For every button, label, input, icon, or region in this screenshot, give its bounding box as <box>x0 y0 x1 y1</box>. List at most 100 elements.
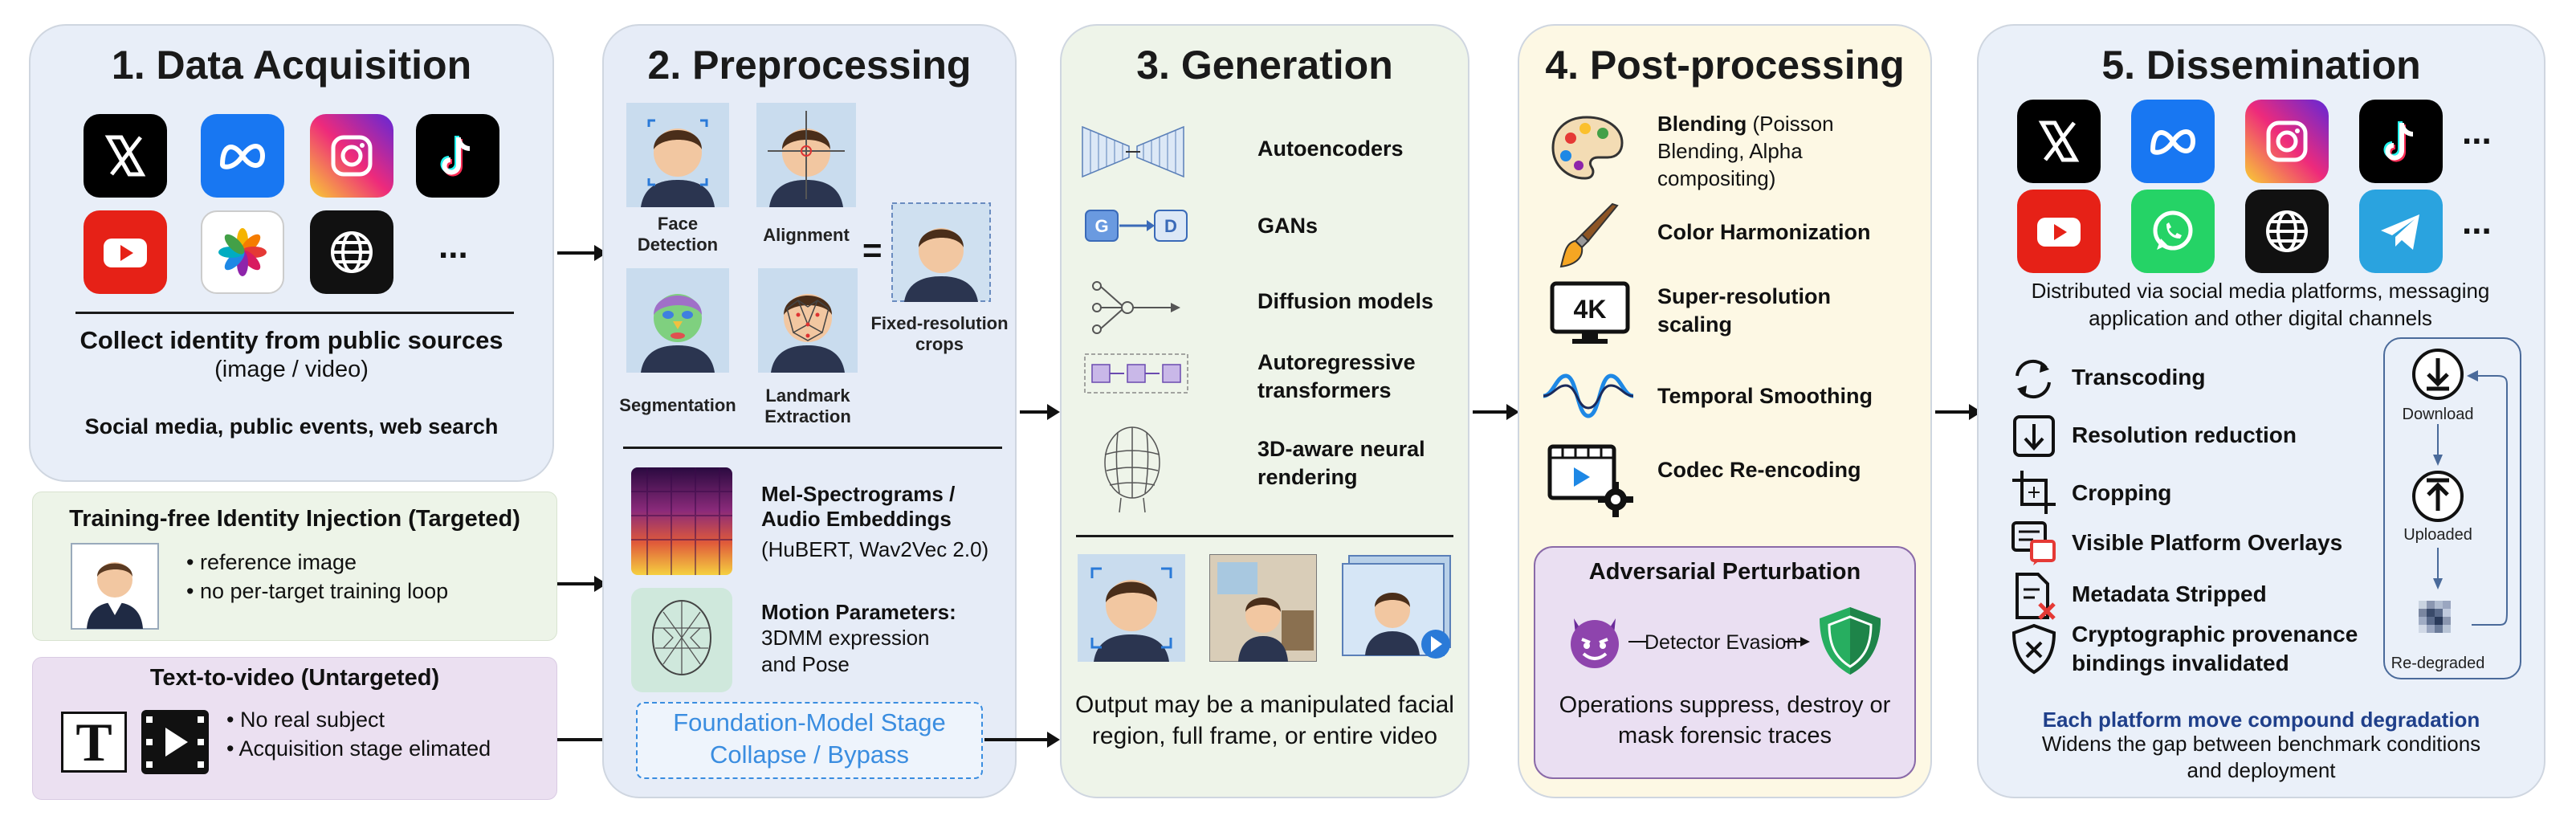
generation-title: 3. Generation <box>1136 43 1393 88</box>
collect-identity-subtext: (image / video) <box>214 357 369 382</box>
output-face-region-image <box>1078 554 1185 662</box>
motion-mesh-image <box>631 588 732 692</box>
telegram-icon <box>2359 190 2443 273</box>
resolution-reduction-label: Resolution reduction <box>2072 422 2297 447</box>
download-icon <box>2412 349 2464 400</box>
foundation-model-box <box>636 702 983 779</box>
face-detection-image <box>626 103 729 207</box>
crop-icon <box>2012 471 2056 514</box>
meta-icon <box>2131 100 2215 183</box>
arrow-generation-to-postprocessing <box>1473 404 1519 420</box>
segmentation-image <box>626 268 729 373</box>
transcoding-icon <box>2016 359 2051 399</box>
more-platforms-ellipsis-top: ... <box>2462 112 2492 152</box>
compound-degradation-text: Each platform move compound degradation <box>2042 708 2480 732</box>
autoregressive-label: Autoregressive transformers <box>1257 350 1416 403</box>
arrow-postprocessing-to-dissemination <box>1935 404 1982 420</box>
temporal-smoothing-label: Temporal Smoothing <box>1657 384 1873 408</box>
data-acquisition-title: 1. Data Acquisition <box>111 43 472 88</box>
autoregressive-icon <box>1084 353 1188 394</box>
bullet-no-training-loop: no per-target training loop <box>186 577 448 606</box>
transcoding-label: Transcoding <box>2072 365 2206 390</box>
mel-spectrogram-image <box>631 467 732 575</box>
download-label: Download <box>2402 406 2474 423</box>
training-free-title: Training-free Identity Injection (Target… <box>69 506 520 532</box>
blending-text: Blending (Poisson Blending, Alpha compos… <box>1657 111 1914 192</box>
foundation-model-text: Foundation-Model Stage Collapse / Bypass <box>673 708 946 769</box>
devil-icon <box>1571 618 1619 668</box>
generation-divider <box>1076 535 1453 537</box>
codec-icon <box>1547 444 1633 517</box>
training-free-bullets: reference image no per-target training l… <box>186 548 448 606</box>
bullet-stage-eliminated: Acquisition stage elimated <box>226 734 491 763</box>
adversarial-title: Adversarial Perturbation <box>1588 559 1861 585</box>
motion-parameters-title: Motion Parameters: <box>761 600 956 624</box>
cropping-label: Cropping <box>2072 480 2172 505</box>
4k-monitor-icon: 4K <box>1550 281 1630 344</box>
3d-head-icon <box>1104 426 1160 513</box>
reference-person-icon <box>71 543 159 630</box>
alignment-image <box>756 103 856 207</box>
degradation-cycle-box <box>2383 337 2521 679</box>
re-degraded-label: Re-degraded <box>2391 655 2485 672</box>
youtube-icon <box>84 210 167 294</box>
collect-identity-text: Collect identity from public sources <box>79 326 503 354</box>
provenance-shield-icon <box>2011 623 2056 675</box>
instagram-icon <box>2245 100 2329 183</box>
cycle-arrow-1 <box>2433 424 2443 466</box>
pixelated-image-icon <box>2419 601 2451 633</box>
mel-spectrogram-title: Mel-Spectrograms / Audio Embeddings <box>761 482 956 532</box>
sources-text: Social media, public events, web search <box>84 414 499 439</box>
arrow-foundation-to-generation <box>984 732 1060 748</box>
web-icon <box>2245 190 2329 273</box>
evasion-arrow-right <box>1784 637 1810 647</box>
svg-text:G: G <box>1094 216 1108 236</box>
arrow-training-free-to-preprocessing <box>557 576 607 592</box>
autoencoder-icon <box>1082 125 1184 178</box>
blending-rest: (Poisson Blending, Alpha compositing) <box>1657 112 1834 190</box>
blending-bold: Blending <box>1657 112 1747 136</box>
distributed-text: Distributed via social media platforms, … <box>2031 279 2490 330</box>
dissemination-title: 5. Dissemination <box>2101 43 2421 88</box>
fixed-resolution-crop-image <box>891 202 991 302</box>
arrow-preprocessing-to-generation <box>1020 404 1060 420</box>
output-video-image <box>1342 555 1451 659</box>
postprocessing-title: 4. Post-processing <box>1545 43 1905 88</box>
web-icon <box>310 210 393 294</box>
cycle-return-arrow <box>2467 370 2508 626</box>
x-icon <box>84 114 167 198</box>
cycle-arrow-2 <box>2433 548 2443 589</box>
upload-icon <box>2412 471 2464 522</box>
segmentation-label: Segmentation <box>619 395 736 415</box>
diffusion-label: Diffusion models <box>1257 289 1434 313</box>
divider <box>75 312 514 314</box>
output-full-frame-image <box>1209 554 1317 662</box>
fixed-resolution-crops-label: Fixed-resolution crops <box>870 313 1009 355</box>
metadata-stripped-label: Metadata Stripped <box>2072 581 2267 606</box>
text-glyph-icon: T <box>61 712 127 773</box>
photos-icon <box>201 210 284 294</box>
svg-text:4K: 4K <box>1574 295 1607 324</box>
output-description: Output may be a manipulated facial regio… <box>1075 691 1454 749</box>
instagram-icon <box>310 114 393 198</box>
tiktok-icon <box>2359 100 2443 183</box>
uploaded-label: Uploaded <box>2403 526 2472 544</box>
shield-icon <box>1820 607 1881 675</box>
brush-icon <box>1559 202 1619 268</box>
more-platforms-ellipsis-bottom: ... <box>2462 202 2492 242</box>
more-platforms-ellipsis: ... <box>438 226 468 266</box>
diffusion-icon <box>1092 281 1180 334</box>
platform-overlays-label: Visible Platform Overlays <box>2072 530 2343 555</box>
detector-evasion-label: Detector Evasion <box>1645 631 1798 654</box>
equals-sign: = <box>862 231 882 269</box>
landmark-extraction-label: Landmark Extraction <box>764 385 851 427</box>
color-harmonization-label: Color Harmonization <box>1657 220 1871 244</box>
svg-text:D: D <box>1164 216 1177 236</box>
overlay-icon <box>2011 521 2056 565</box>
metadata-stripped-icon <box>2016 573 2056 620</box>
gans-label: GANs <box>1257 214 1319 238</box>
text-to-video-bullets: No real subject Acquisition stage elimat… <box>226 705 491 764</box>
mel-spectrogram-sub: (HuBERT, Wav2Vec 2.0) <box>761 537 989 561</box>
preprocessing-divider <box>623 447 1002 449</box>
text-to-video-title: Text-to-video (Untargeted) <box>149 665 440 691</box>
